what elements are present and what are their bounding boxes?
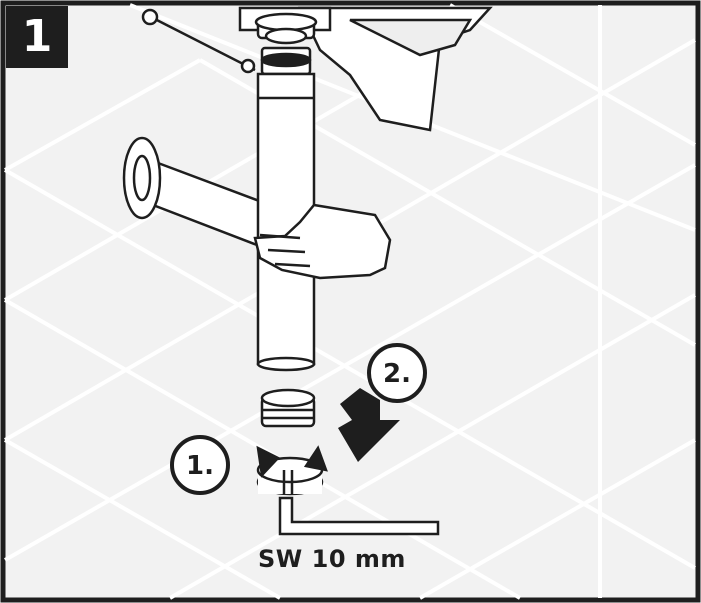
callout-1-label: 1. (186, 451, 214, 481)
allen-key (278, 496, 440, 536)
step-number-badge: 1 (6, 6, 68, 68)
pop-up-fitting (254, 12, 318, 76)
hand (253, 203, 392, 280)
drain-cap (260, 388, 316, 428)
drain-lever (141, 8, 256, 74)
push-down-arrow (338, 388, 400, 462)
wrench-size-label: SW 10 mm (258, 545, 406, 573)
rotation-indicator (256, 445, 328, 496)
callout-2: 2. (367, 343, 427, 403)
callout-1: 1. (170, 435, 230, 495)
callout-2-label: 2. (383, 359, 411, 389)
